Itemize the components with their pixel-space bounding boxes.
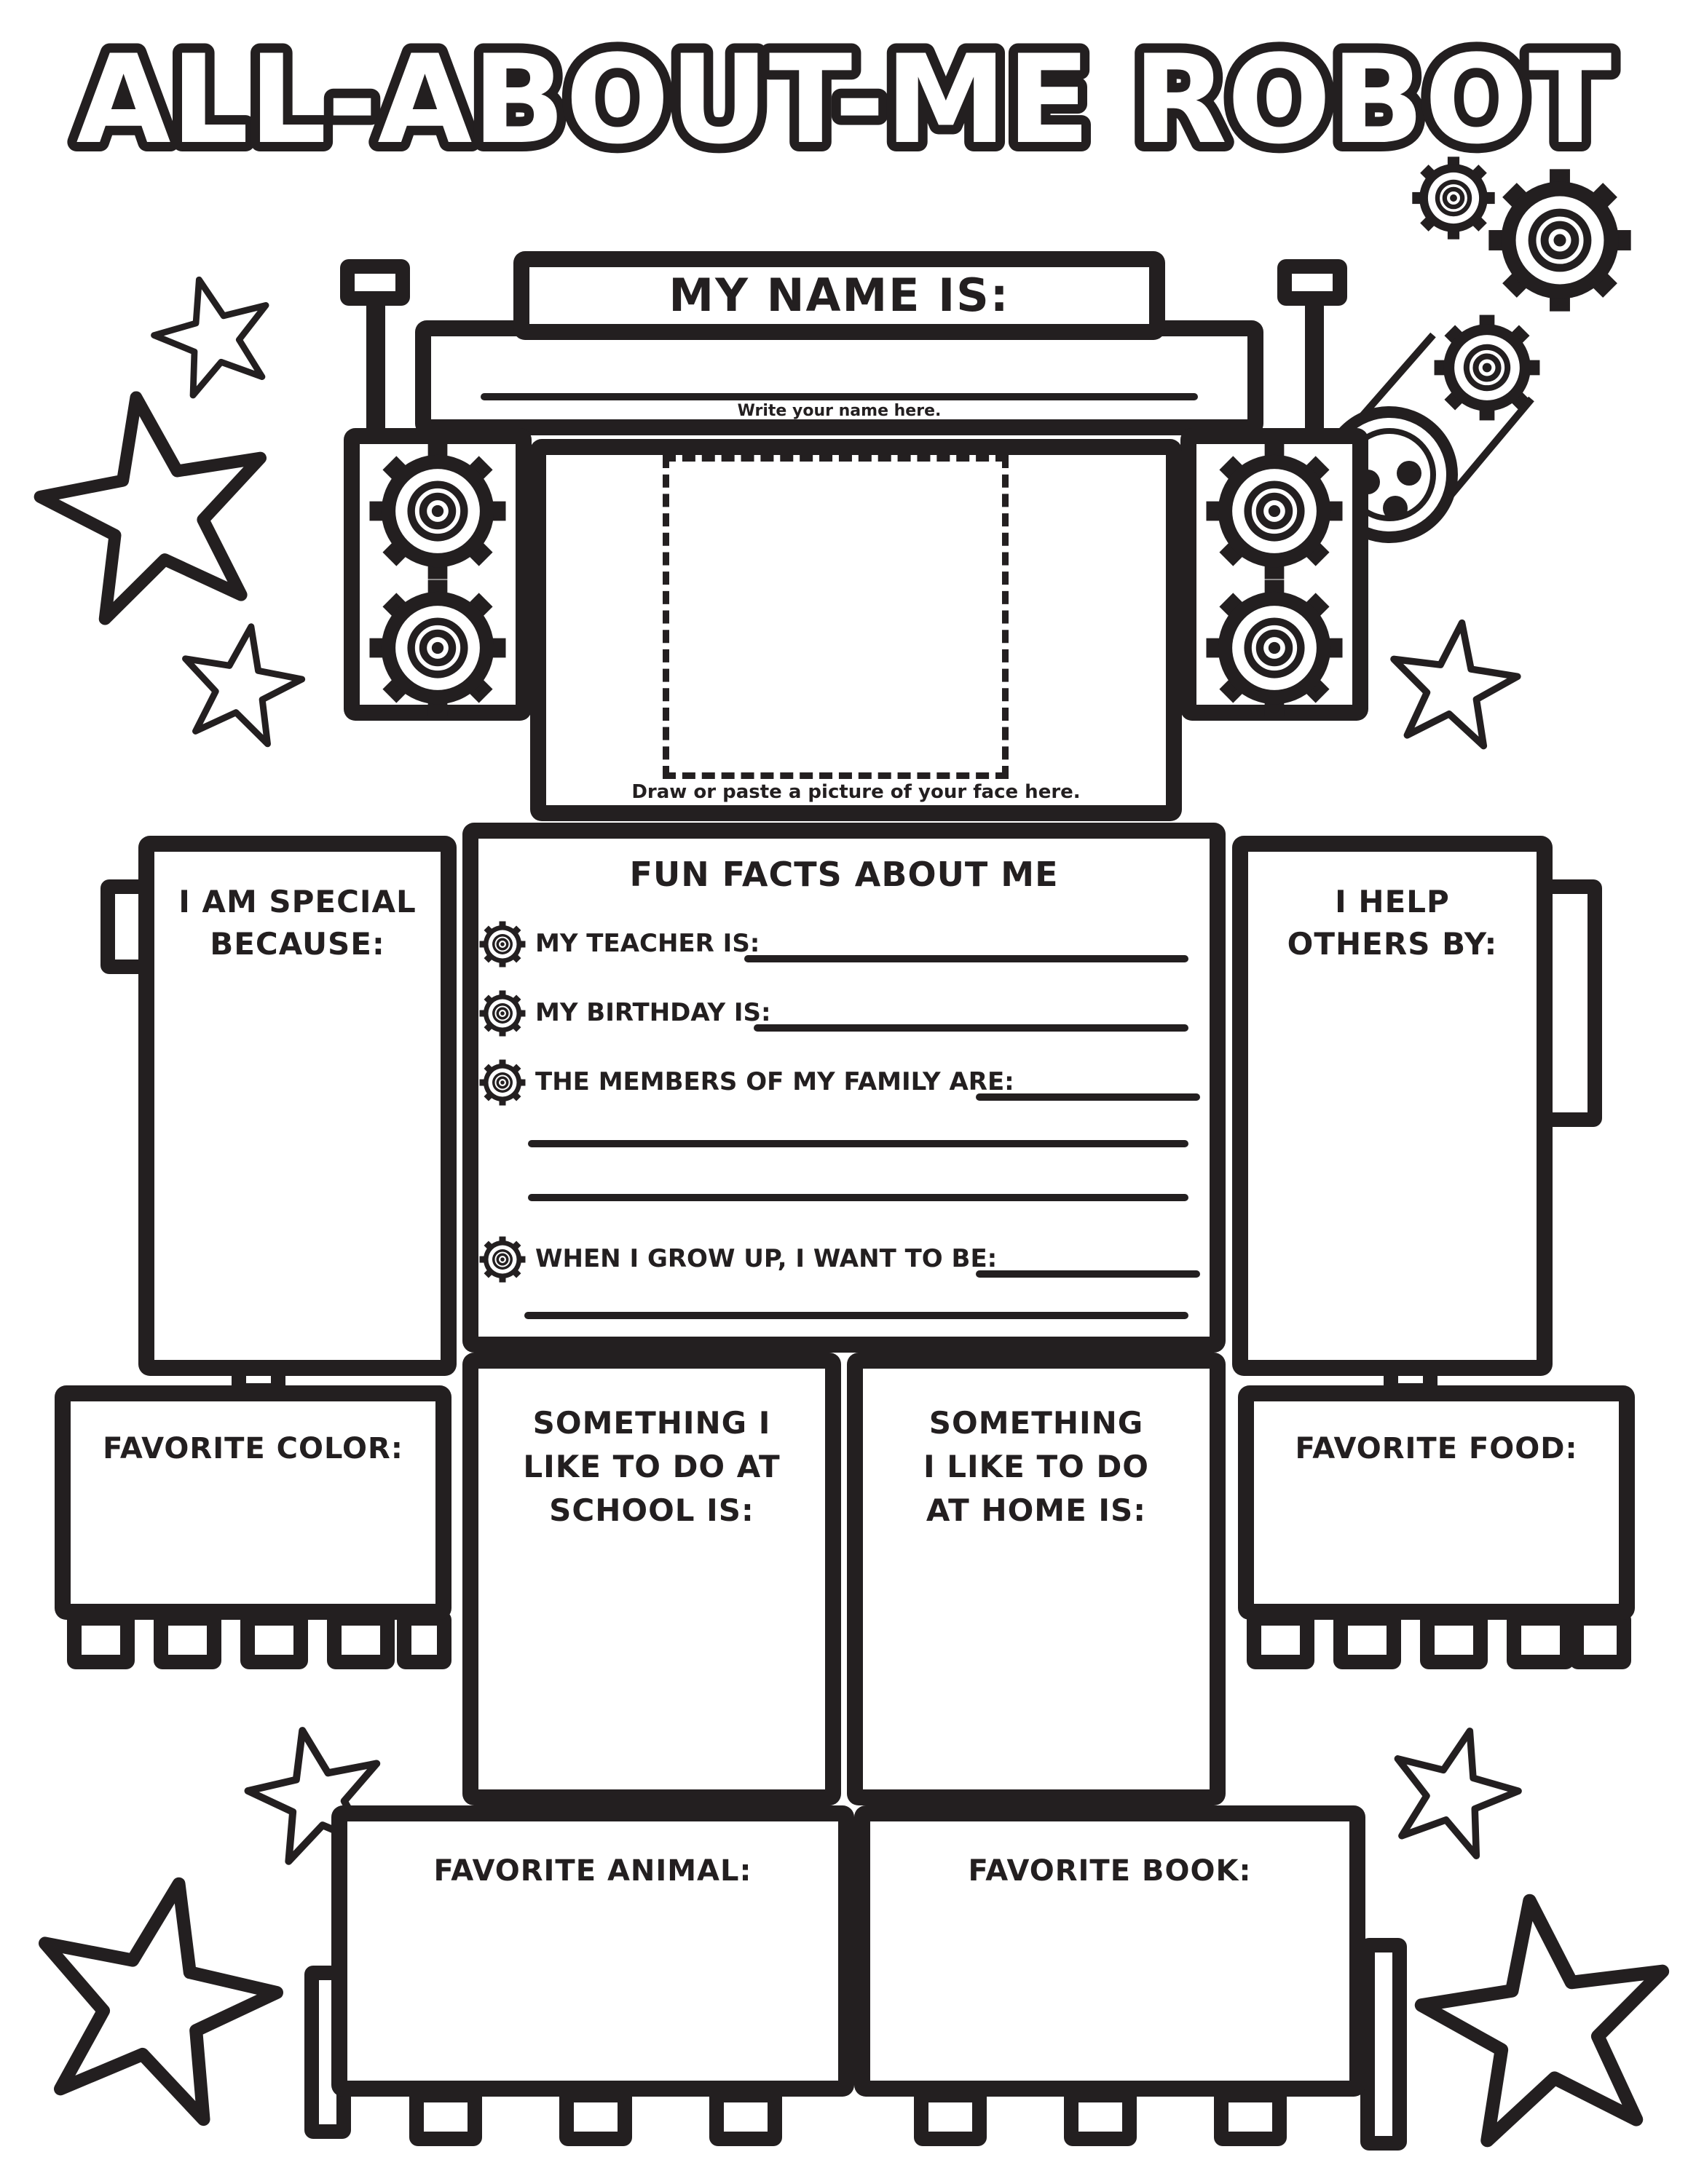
favorite-animal-box: FAVORITE ANIMAL:: [331, 1805, 854, 2097]
family-answer-line[interactable]: [976, 1093, 1200, 1101]
fun-facts-title: FUN FACTS ABOUT ME: [629, 855, 1059, 894]
gear-icon: [479, 990, 526, 1037]
right-antenna-icon: [1277, 259, 1347, 306]
favorite-color-box: FAVORITE COLOR:: [55, 1385, 451, 1620]
knuckle-tab: [240, 1611, 308, 1669]
right-arm-box: I HELP OTHERS BY:: [1232, 836, 1553, 1376]
knuckle-tab: [1569, 1611, 1631, 1669]
knuckle-tab: [327, 1611, 395, 1669]
favorite-color-write-area[interactable]: [88, 1492, 418, 1586]
left-arm-label-line: BECAUSE:: [210, 926, 385, 962]
fact-family-label: THE MEMBERS OF MY FAMILY ARE:: [535, 1067, 1014, 1096]
star-icon: [16, 1859, 294, 2129]
favorite-book-write-area[interactable]: [888, 1938, 1332, 2063]
left-arm-box: I AM SPECIAL BECAUSE:: [138, 836, 457, 1376]
left-antenna-icon: [340, 259, 410, 306]
head-box: Draw or paste a picture of your face her…: [530, 439, 1182, 821]
name-label-box: MY NAME IS:: [513, 251, 1165, 340]
school-write-area[interactable]: [496, 1558, 808, 1772]
tread-icon: [1214, 2088, 1287, 2146]
school-label-line: SOMETHING I: [532, 1405, 771, 1441]
growup-answer-line[interactable]: [524, 1312, 1188, 1319]
knuckle-tab: [1247, 1611, 1314, 1669]
photo-drop-area[interactable]: [663, 455, 1009, 779]
gear-icon: [479, 921, 526, 968]
favorite-animal-label: FAVORITE ANIMAL:: [433, 1854, 752, 1888]
fact-growup-label: WHEN I GROW UP, I WANT TO BE:: [535, 1244, 998, 1273]
help-others-write-area[interactable]: [1266, 1080, 1519, 1342]
tread-icon: [559, 2088, 632, 2146]
favorite-animal-write-area[interactable]: [365, 1938, 821, 2063]
star-icon: [1409, 1884, 1682, 2147]
favorite-food-write-area[interactable]: [1271, 1492, 1601, 1586]
fact-teacher-label: MY TEACHER IS:: [535, 929, 760, 958]
fun-facts-box: FUN FACTS ABOUT ME MY TEACHER IS: MY BIR…: [462, 823, 1226, 1353]
knuckle-tab: [397, 1611, 451, 1669]
tread-icon: [1064, 2088, 1137, 2146]
home-label-line: AT HOME IS:: [926, 1492, 1147, 1528]
gear-icon: [1488, 169, 1630, 311]
star-icon: [173, 617, 309, 748]
home-label-line: I LIKE TO DO: [923, 1449, 1150, 1484]
special-because-write-area[interactable]: [172, 1080, 423, 1342]
right-heel-tab: [1360, 1938, 1407, 2151]
gear-icon: [368, 579, 507, 717]
star-icon: [1384, 614, 1524, 749]
tread-icon: [409, 2088, 482, 2146]
gear-icon: [1411, 155, 1496, 241]
knuckle-tab: [67, 1611, 135, 1669]
knuckle-tab: [1333, 1611, 1401, 1669]
star-icon: [1379, 1715, 1530, 1862]
name-label: MY NAME IS:: [669, 269, 1010, 322]
right-arm-label: I HELP OTHERS BY:: [1248, 881, 1537, 965]
favorite-book-box: FAVORITE BOOK:: [854, 1805, 1365, 2097]
gear-icon: [479, 1236, 526, 1283]
school-label: SOMETHING I LIKE TO DO AT SCHOOL IS:: [478, 1401, 825, 1532]
school-leg-box: SOMETHING I LIKE TO DO AT SCHOOL IS:: [462, 1353, 841, 1805]
left-arm-label-line: I AM SPECIAL: [178, 884, 417, 919]
name-hint: Write your name here.: [737, 402, 942, 420]
school-label-line: LIKE TO DO AT: [523, 1449, 781, 1484]
favorite-book-label: FAVORITE BOOK:: [968, 1854, 1252, 1888]
left-antenna-stalk: [366, 302, 385, 437]
tread-icon: [914, 2088, 987, 2146]
family-answer-line[interactable]: [528, 1140, 1188, 1147]
knuckle-tab: [1420, 1611, 1488, 1669]
tread-icon: [709, 2088, 782, 2146]
home-write-area[interactable]: [880, 1558, 1192, 1772]
photo-caption: Draw or paste a picture of your face her…: [631, 781, 1081, 803]
title-banner: ALL-ABOUT-ME ROBOT: [67, 19, 1622, 181]
favorite-food-box: FAVORITE FOOD:: [1238, 1385, 1635, 1620]
knuckle-tab: [1507, 1611, 1574, 1669]
gear-icon: [1205, 442, 1344, 580]
star-icon: [26, 378, 283, 626]
page-title: ALL-ABOUT-ME ROBOT: [76, 28, 1612, 171]
growup-answer-line[interactable]: [976, 1270, 1200, 1278]
gear-icon: [368, 442, 507, 580]
right-antenna-stalk: [1305, 302, 1324, 437]
school-label-line: SCHOOL IS:: [549, 1492, 754, 1528]
teacher-answer-line[interactable]: [744, 955, 1188, 962]
fact-birthday-label: MY BIRTHDAY IS:: [535, 998, 771, 1027]
right-arm-label-line: OTHERS BY:: [1287, 926, 1498, 962]
favorite-food-label: FAVORITE FOOD:: [1295, 1432, 1578, 1465]
home-label-line: SOMETHING: [928, 1405, 1144, 1441]
favorite-color-label: FAVORITE COLOR:: [103, 1432, 403, 1465]
star-icon: [143, 265, 284, 401]
knuckle-tab: [154, 1611, 221, 1669]
birthday-answer-line[interactable]: [754, 1024, 1188, 1032]
left-arm-label: I AM SPECIAL BECAUSE:: [154, 881, 441, 965]
home-label: SOMETHING I LIKE TO DO AT HOME IS:: [863, 1401, 1210, 1532]
gear-icon: [479, 1059, 526, 1106]
home-leg-box: SOMETHING I LIKE TO DO AT HOME IS:: [847, 1353, 1226, 1805]
gear-icon: [1205, 579, 1344, 717]
right-arm-label-line: I HELP: [1335, 884, 1450, 919]
name-input-line[interactable]: [481, 393, 1198, 400]
family-answer-line[interactable]: [528, 1194, 1188, 1201]
